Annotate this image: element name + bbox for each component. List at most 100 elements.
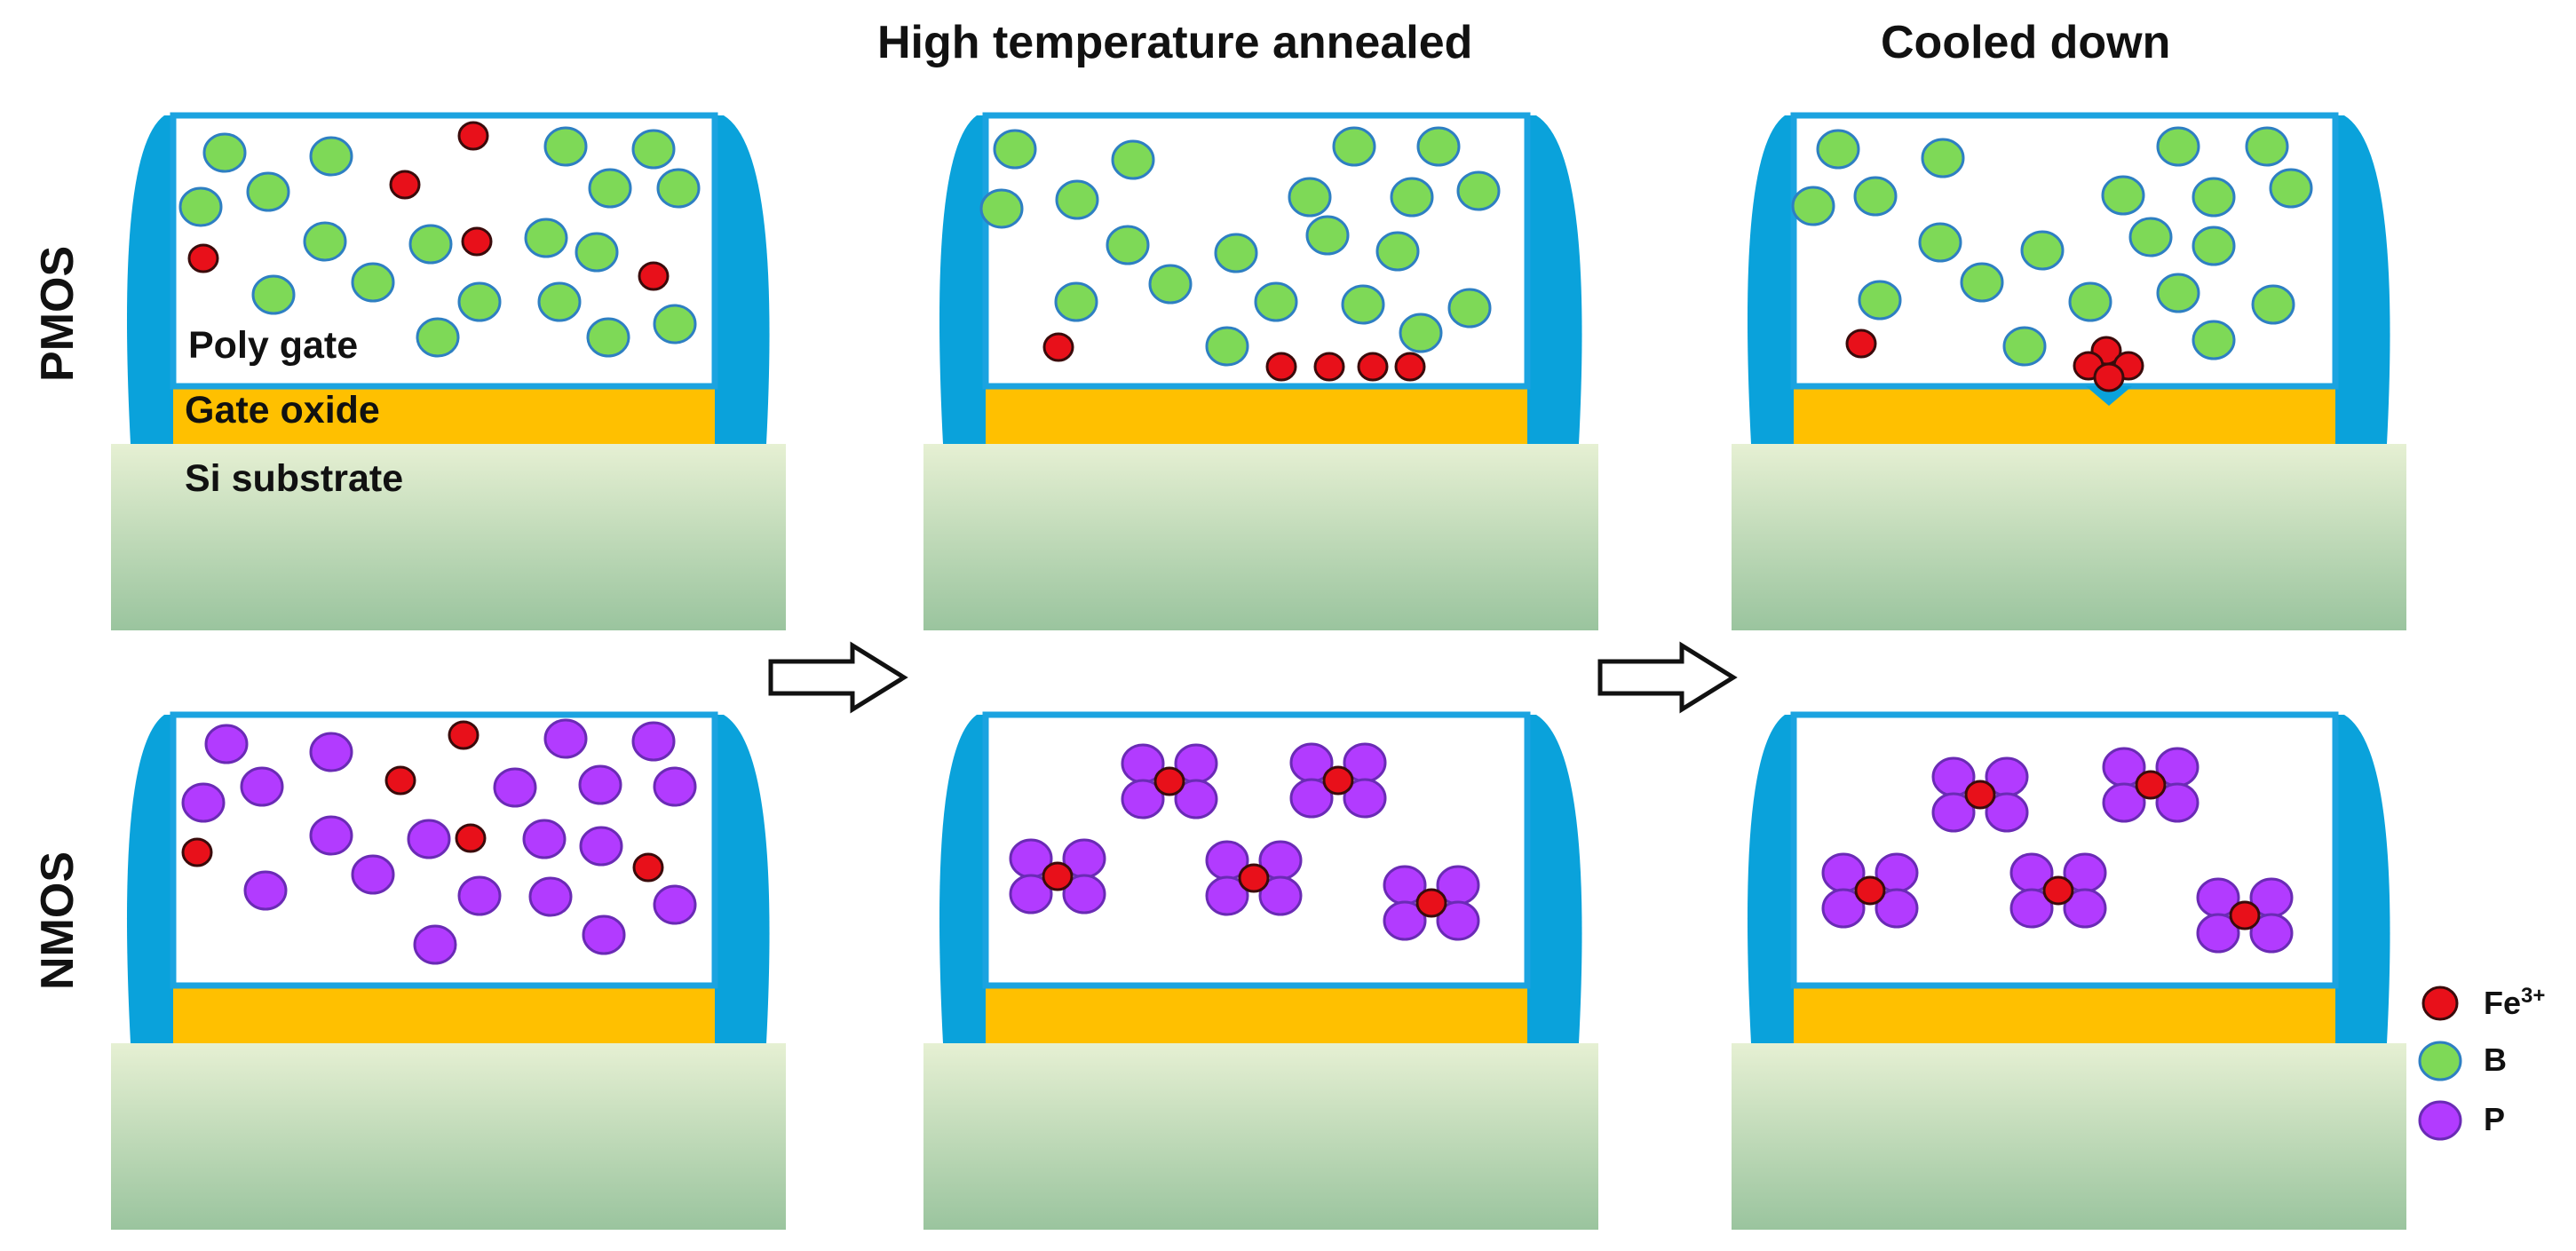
iron-ion — [1415, 888, 1447, 918]
phosphorus-atom — [1875, 888, 1919, 929]
iron-ion — [2229, 900, 2261, 930]
left-spacer — [939, 715, 986, 1043]
iron-ion — [455, 823, 487, 853]
phosphorus-atom — [2249, 913, 2294, 954]
iron-ion — [632, 852, 664, 883]
boron-atom — [1106, 225, 1150, 265]
label-gate-oxide: Gate oxide — [185, 389, 380, 432]
phosphorus-atom — [1985, 792, 2029, 833]
device-pmos-cooled — [1732, 112, 2406, 630]
phosphorus-atom — [631, 721, 676, 762]
boron-atom — [2156, 273, 2200, 313]
iron-ion — [457, 121, 489, 151]
right-spacer — [715, 715, 770, 1043]
boron-atom — [1205, 326, 1249, 367]
boron-atom — [1111, 139, 1155, 180]
phosphorus-atom — [1258, 875, 1303, 916]
boron-atom — [1390, 177, 1434, 218]
phosphorus-atom — [413, 924, 457, 965]
boron-atom — [2245, 126, 2289, 167]
phosphorus-atom — [1009, 874, 1053, 914]
iron-ion — [638, 261, 670, 291]
phosphorus-atom — [1289, 778, 1334, 819]
phosphorus-atom — [2196, 913, 2240, 954]
boron-atom — [653, 304, 697, 344]
boron-atom — [2156, 126, 2200, 167]
boron-atom — [2192, 177, 2236, 218]
boron-atom — [1254, 281, 1298, 322]
phosphorus-atom — [522, 819, 567, 859]
phosphorus-atom — [2009, 888, 2054, 929]
iron-ion — [1265, 352, 1297, 382]
boron-atom — [2002, 326, 2047, 367]
iron-ion — [448, 720, 480, 750]
gate-oxide — [986, 986, 1527, 1043]
iron-ion — [181, 837, 213, 867]
phosphorus-atom — [1121, 779, 1165, 819]
poly-gate — [1790, 711, 2339, 989]
boron-atom — [575, 232, 619, 273]
boron-atom — [202, 132, 247, 173]
label-si-substrate: Si substrate — [185, 457, 404, 500]
boron-atom — [178, 186, 223, 227]
iron-ion — [1042, 332, 1074, 362]
phosphorus-atom — [1931, 792, 1976, 833]
boron-atom — [251, 274, 296, 315]
boron-atom — [2251, 284, 2295, 325]
phosphorus-atom — [543, 718, 588, 759]
boron-atom — [1288, 177, 1332, 218]
iron-ion — [1238, 863, 1270, 893]
boron-atom — [1816, 129, 1860, 170]
boron-atom — [2101, 175, 2145, 216]
gate-oxide — [1794, 986, 2335, 1043]
phosphorus-atom — [181, 782, 226, 823]
legend-fe-marker — [2421, 986, 2459, 1021]
iron-ion — [2135, 770, 2167, 800]
phosphorus-atom — [2063, 888, 2107, 929]
boron-atom — [408, 224, 453, 265]
boron-atom — [1447, 288, 1492, 329]
gate-oxide — [173, 986, 715, 1043]
boron-atom — [1918, 222, 1962, 263]
left-spacer — [1747, 715, 1794, 1043]
iron-ion — [384, 765, 416, 796]
boron-atom — [1305, 215, 1350, 256]
phosphorus-atom — [1205, 875, 1249, 916]
phosphorus-atom — [407, 819, 451, 859]
boron-atom — [543, 126, 588, 167]
boron-atom — [631, 129, 676, 170]
boron-atom — [1054, 281, 1098, 322]
oxide-defect — [2086, 386, 2132, 406]
phosphorus-atom — [1062, 874, 1106, 914]
phosphorus-atom — [2155, 782, 2200, 823]
boron-atom — [309, 136, 353, 177]
boron-atom — [1341, 284, 1385, 325]
left-spacer — [126, 715, 173, 1043]
boron-atom — [588, 168, 632, 209]
phosphorus-atom — [1343, 778, 1387, 819]
legend-b-marker — [2418, 1041, 2462, 1081]
phosphorus-atom — [243, 870, 288, 911]
title-high-temperature-annealed: High temperature annealed — [877, 17, 1473, 68]
phosphorus-atom — [309, 815, 353, 856]
process-arrow-1 — [768, 641, 908, 714]
right-spacer — [1527, 115, 1582, 444]
boron-atom — [2128, 217, 2173, 257]
boron-atom — [586, 317, 630, 358]
si-substrate — [111, 1043, 786, 1230]
boron-atom — [351, 262, 395, 303]
iron-ion — [1357, 352, 1389, 382]
gate-oxide — [986, 386, 1527, 444]
boron-atom — [246, 171, 290, 212]
iron-ion — [1854, 875, 1886, 906]
boron-atom — [303, 221, 347, 262]
si-substrate — [111, 444, 786, 630]
boron-atom — [416, 317, 460, 358]
iron-ion — [187, 243, 219, 273]
si-substrate — [1732, 444, 2406, 630]
iron-ion — [1042, 861, 1074, 891]
phosphorus-atom — [578, 764, 622, 805]
device-nmos-cooled — [1732, 711, 2406, 1230]
iron-ion — [1313, 352, 1345, 382]
